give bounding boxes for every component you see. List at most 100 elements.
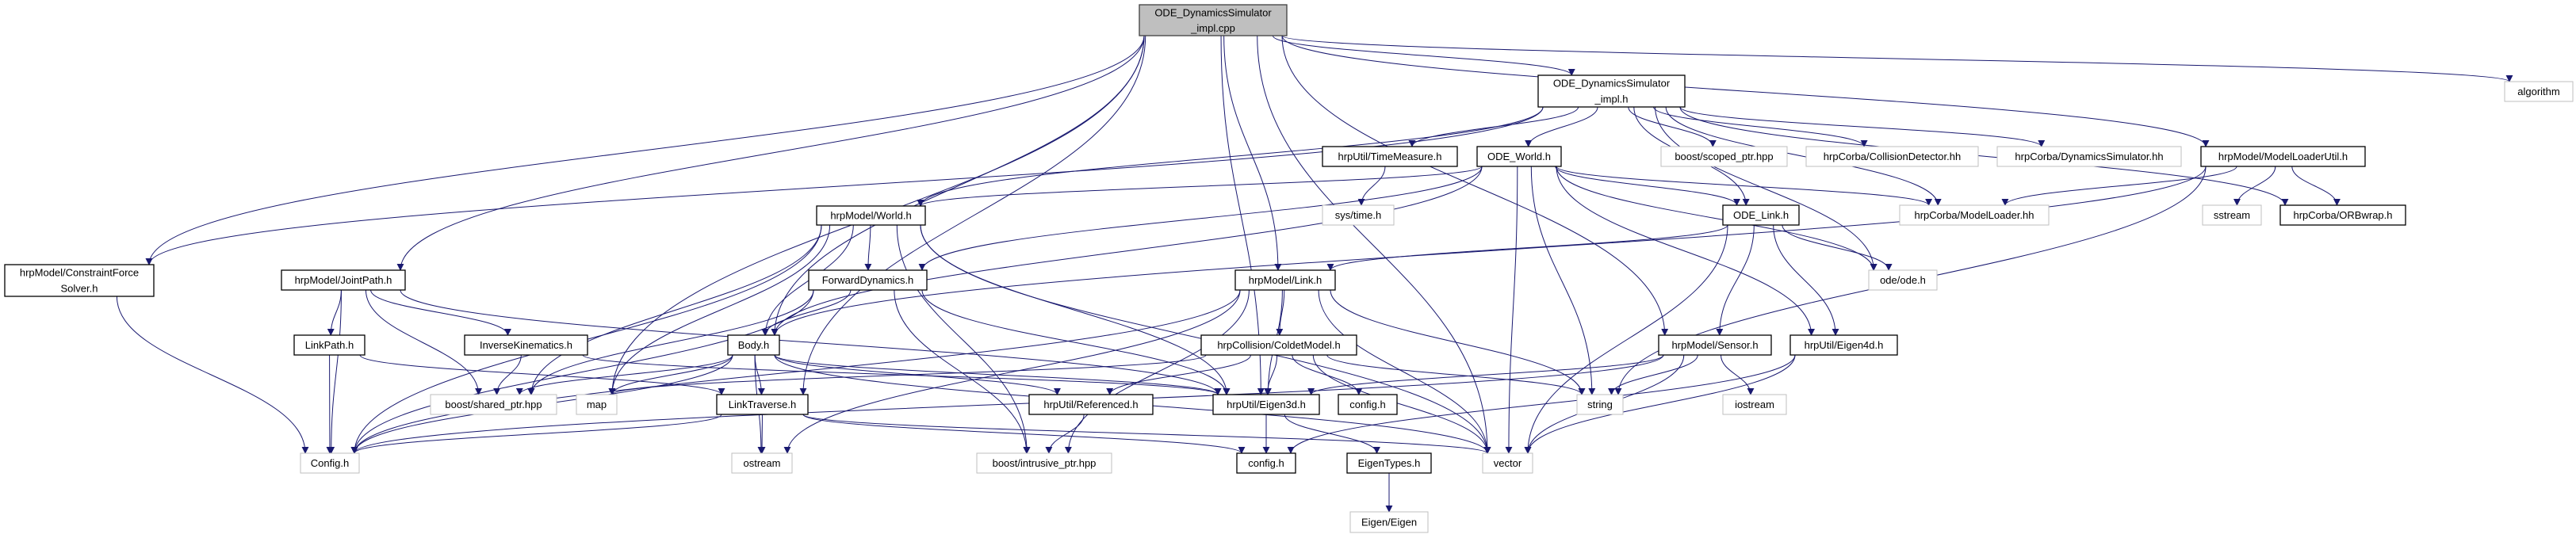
node-label: ForwardDynamics.h bbox=[822, 274, 914, 286]
node-label: hrpModel/Sensor.h bbox=[1671, 339, 1758, 351]
node-box bbox=[1322, 146, 1458, 167]
node-label: config.h bbox=[1248, 457, 1284, 469]
node-eigentypes[interactable]: EigenTypes.h bbox=[1346, 452, 1432, 474]
edge-ode_world-to-eigen4d bbox=[1556, 166, 1816, 336]
node-config_upper[interactable]: config.h bbox=[1338, 394, 1398, 415]
node-box bbox=[1899, 204, 2050, 226]
edge-world-to-eigen3d bbox=[920, 224, 1231, 395]
edge-ode_world-to-vector bbox=[1505, 166, 1518, 454]
node-label: ODE_World.h bbox=[1487, 151, 1551, 162]
node-box bbox=[2200, 146, 2366, 167]
edge-ode_link-to-ode_h bbox=[1782, 224, 1893, 271]
edge-eigen4d-to-vector bbox=[1524, 354, 1796, 454]
node-box bbox=[281, 269, 406, 291]
node-box bbox=[1200, 334, 1357, 356]
node-eigen_eigen: Eigen/Eigen bbox=[1349, 511, 1429, 533]
node-label: vector bbox=[1494, 457, 1522, 469]
edge-cpp-to-body bbox=[771, 35, 1145, 336]
node-body[interactable]: Body.h bbox=[727, 334, 780, 356]
node-ode_h: ode/ode.h bbox=[1868, 269, 1938, 291]
edge-body-to-linktraverse bbox=[754, 354, 765, 395]
edge-cpp-to-jointpath bbox=[396, 35, 1145, 271]
node-label: EigenTypes.h bbox=[1358, 457, 1421, 469]
edge-forwarddynamics-to-intrusive_ptr bbox=[894, 289, 1031, 454]
node-label: hrpModel/World.h bbox=[830, 210, 911, 222]
node-label: iostream bbox=[1735, 399, 1774, 410]
node-eigen4d[interactable]: hrpUtil/Eigen4d.h bbox=[1789, 334, 1898, 356]
node-eigen3d[interactable]: hrpUtil/Eigen3d.h bbox=[1212, 394, 1320, 415]
node-sensor[interactable]: hrpModel/Sensor.h bbox=[1658, 334, 1772, 356]
edge-coldetmodel-to-referenced bbox=[1106, 354, 1251, 395]
node-orbwrap[interactable]: hrpCorba/ORBwrap.h bbox=[2279, 204, 2406, 226]
node-jointpath[interactable]: hrpModel/JointPath.h bbox=[281, 269, 406, 291]
edge-world-to-forwarddynamics bbox=[864, 224, 872, 271]
edge-sensor-to-config_cap bbox=[350, 354, 1664, 454]
node-box bbox=[1028, 394, 1154, 415]
node-label: hrpCollision/ColdetModel.h bbox=[1217, 339, 1340, 351]
edge-cpp-to-constraint bbox=[145, 35, 1145, 265]
node-map: map bbox=[576, 394, 618, 415]
node-label: config.h bbox=[1349, 399, 1386, 410]
node-cpp[interactable]: ODE_DynamicsSimulator_impl.cpp bbox=[1139, 4, 1288, 36]
node-box bbox=[1322, 204, 1395, 226]
node-label: map bbox=[587, 399, 607, 410]
node-label: ostream bbox=[744, 457, 781, 469]
edge-link-to-string bbox=[1330, 289, 1586, 395]
node-modelloaderutil[interactable]: hrpModel/ModelLoaderUtil.h bbox=[2200, 146, 2366, 167]
node-box bbox=[1234, 269, 1336, 291]
node-box bbox=[1576, 394, 1624, 415]
node-box bbox=[430, 394, 557, 415]
node-box bbox=[1996, 146, 2182, 167]
edge-link-to-vector bbox=[1318, 289, 1491, 454]
edge-sensor-to-eigen3d bbox=[1307, 354, 1664, 395]
node-label: hrpUtil/Eigen3d.h bbox=[1227, 399, 1306, 410]
node-label: Config.h bbox=[311, 457, 349, 469]
node-label: hrpCorba/DynamicsSimulator.hh bbox=[2015, 151, 2163, 162]
node-box bbox=[1658, 334, 1772, 356]
node-intrusive_ptr: boost/intrusive_ptr.hpp bbox=[976, 452, 1112, 474]
node-label: hrpCorba/CollisionDetector.hh bbox=[1824, 151, 1961, 162]
edge-impl_h-to-constraint bbox=[145, 106, 1544, 265]
edge-modelloaderutil-to-sstream bbox=[2233, 166, 2276, 206]
node-impl_h[interactable]: ODE_DynamicsSimulator_impl.h bbox=[1537, 74, 1686, 108]
node-ode_world[interactable]: ODE_World.h bbox=[1476, 146, 1562, 167]
edge-ode_link-to-link bbox=[1326, 224, 1728, 271]
node-box bbox=[716, 394, 809, 415]
node-label: sys/time.h bbox=[1335, 209, 1382, 221]
edge-body-to-shared_ptr bbox=[515, 354, 733, 395]
node-box bbox=[2504, 81, 2574, 102]
edge-forwarddynamics-to-shared_ptr bbox=[527, 289, 814, 395]
node-linktraverse[interactable]: LinkTraverse.h bbox=[716, 394, 809, 415]
node-inversekinematics[interactable]: InverseKinematics.h bbox=[464, 334, 588, 356]
node-referenced[interactable]: hrpUtil/Referenced.h bbox=[1028, 394, 1154, 415]
node-world[interactable]: hrpModel/World.h bbox=[816, 205, 926, 226]
node-label: ODE_DynamicsSimulator bbox=[1154, 6, 1272, 18]
node-box bbox=[727, 334, 780, 356]
node-label: hrpCorba/ModelLoader.hh bbox=[1914, 209, 2034, 221]
edge-body-to-map bbox=[608, 354, 733, 395]
node-ode_link[interactable]: ODE_Link.h bbox=[1722, 204, 1800, 226]
node-label: hrpModel/JointPath.h bbox=[295, 274, 392, 286]
node-coldetmodel[interactable]: hrpCollision/ColdetModel.h bbox=[1200, 334, 1357, 356]
node-linkpath[interactable]: LinkPath.h bbox=[293, 334, 366, 356]
node-scoped_ptr: boost/scoped_ptr.hpp bbox=[1660, 146, 1788, 167]
node-label: ODE_Link.h bbox=[1733, 209, 1789, 221]
node-box bbox=[293, 334, 366, 356]
node-sstream: sstream bbox=[2202, 204, 2262, 226]
node-config_lower[interactable]: config.h bbox=[1236, 452, 1296, 474]
node-timemeasure[interactable]: hrpUtil/TimeMeasure.h bbox=[1322, 146, 1458, 167]
edge-inversekinematics-to-shared_ptr bbox=[493, 354, 522, 395]
edge-linktraverse-to-config_lower bbox=[802, 414, 1246, 454]
node-link[interactable]: hrpModel/Link.h bbox=[1234, 269, 1336, 291]
edge-coldetmodel-to-eigen3d bbox=[1264, 354, 1278, 395]
node-forwarddynamics[interactable]: ForwardDynamics.h bbox=[808, 269, 928, 291]
edge-sensor-to-iostream bbox=[1721, 354, 1755, 395]
edge-cpp-to-vector bbox=[1257, 35, 1491, 454]
edge-world-to-intrusive_ptr bbox=[896, 224, 1031, 454]
edge-jointpath-to-linkpath bbox=[327, 289, 342, 336]
edge-cpp-to-algorithm bbox=[1281, 35, 2513, 82]
edge-impl_h-to-timemeasure bbox=[1408, 106, 1579, 147]
edge-constraint-to-config_cap bbox=[116, 296, 309, 454]
edge-coldetmodel-to-map bbox=[608, 354, 1207, 395]
